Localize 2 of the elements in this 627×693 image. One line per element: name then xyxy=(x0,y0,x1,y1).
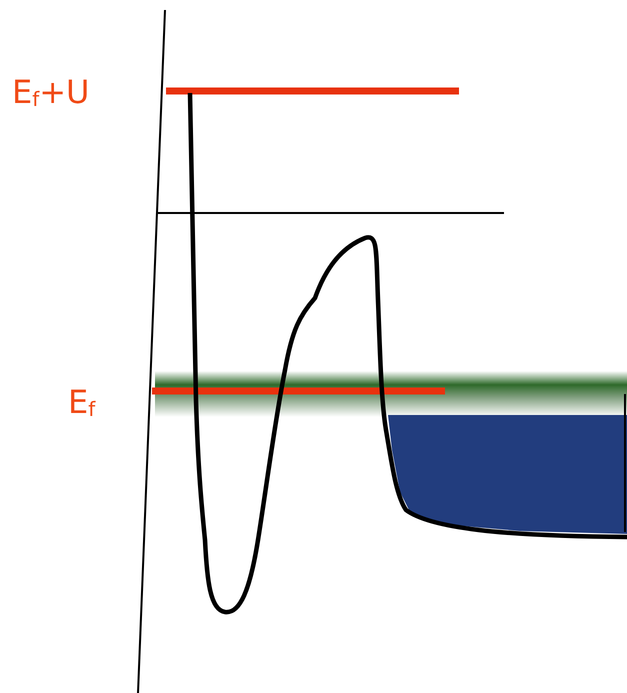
energy-label: E$_{f}$+U xyxy=(12,76,90,110)
energy-label: E$_{f}$ xyxy=(68,386,96,420)
